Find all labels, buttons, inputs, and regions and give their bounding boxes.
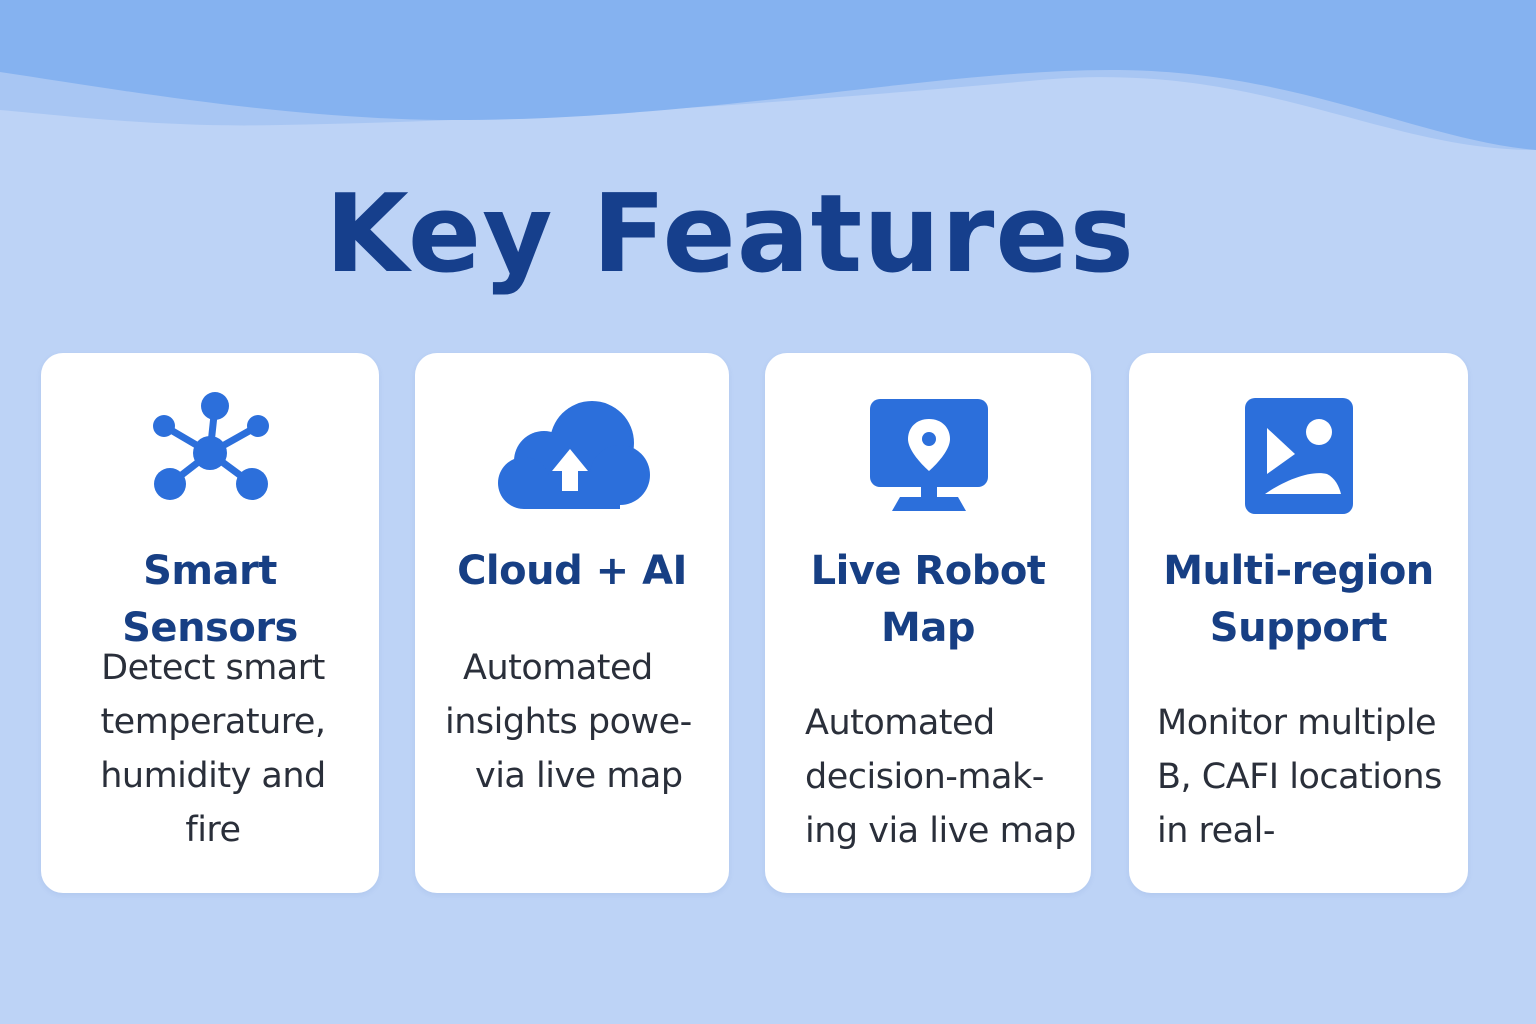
card-title: Smart Sensors [49,543,371,657]
card-description-line: humidity and [100,756,326,796]
card-description-line: via live map [475,756,683,796]
card-title-line: Map [881,605,975,651]
card-description-line: decision-mak- [805,757,1044,797]
card-description: Detect smart temperature, humidity and f… [61,641,365,857]
card-title: Multi-region Support [1137,543,1460,657]
card-title-line: Smart Sensors [122,548,298,651]
image-landscape-icon [1129,393,1468,518]
sensor-network-icon [41,391,379,516]
feature-card-live-robot-map: Live Robot Map Automated decision-mak- i… [765,353,1091,893]
card-description-line: Monitor multiple [1157,703,1437,743]
card-description-line: in real- [1157,811,1276,851]
card-description: Monitor multiple B, CAFI locations in re… [1157,696,1464,858]
card-description-line: Automated [805,703,995,743]
feature-card-cloud-ai: Cloud + AI Automated insights powe- via … [415,353,729,893]
feature-card-multi-region-support: Multi-region Support Monitor multiple B,… [1129,353,1468,893]
page-title: Key Features [325,172,1135,297]
card-description-line: temperature, [100,702,326,742]
card-description-line: B, CAFI locations [1157,757,1442,797]
card-description-line: Detect smart [101,648,325,688]
card-description-line: insights powe- [445,702,692,742]
card-title-line: Cloud + AI [457,548,687,594]
card-title-line: Support [1209,605,1388,651]
card-title: Cloud + AI [423,543,721,600]
background-wave [0,0,1536,150]
card-description: Automated insights powe- via live map [445,641,719,803]
card-title-line: Multi-region [1163,548,1434,594]
card-title: Live Robot Map [773,543,1083,657]
card-description-line: fire [185,810,241,850]
card-description: Automated decision-mak- ing via live map [805,696,1085,858]
monitor-location-pin-icon [765,391,1091,516]
cloud-upload-icon [415,391,729,516]
card-description-line: ing via live map [805,811,1076,851]
card-description-line: Automated [463,648,653,688]
feature-card-smart-sensors: Smart Sensors Detect smart temperature, … [41,353,379,893]
card-title-line: Live Robot [810,548,1046,594]
